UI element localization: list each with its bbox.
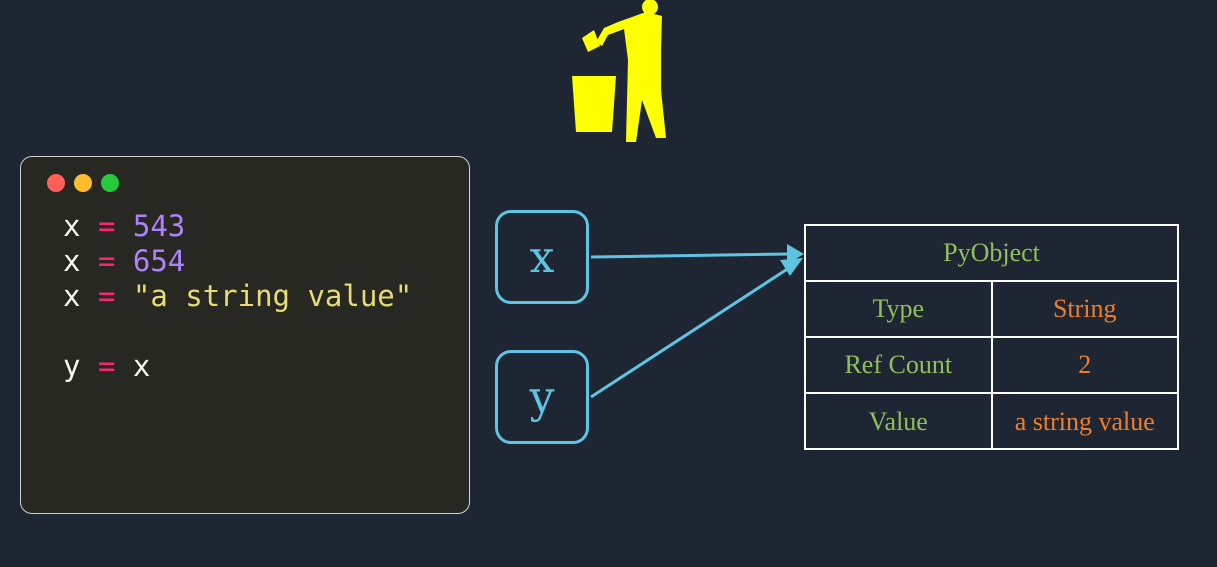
y-arrowhead <box>780 258 803 276</box>
code-var: x <box>63 279 81 313</box>
refcount-value: 2 <box>1078 350 1092 379</box>
code-operator: = <box>97 244 116 278</box>
pyobject-title: PyObject <box>943 238 1040 267</box>
type-label: Type <box>806 282 993 336</box>
code-number: 543 <box>132 209 186 243</box>
code-line: y = x <box>63 349 412 384</box>
code-string: "a string value" <box>132 279 413 313</box>
person-throwing-trash-icon <box>572 0 666 142</box>
code-operator: = <box>97 349 116 383</box>
pyobject-refcount-row: Ref Count 2 <box>806 338 1177 394</box>
code-operator: = <box>97 279 116 313</box>
code-var: x <box>63 244 81 278</box>
code-name: x <box>132 349 151 383</box>
pyobject-table: PyObject Type String Ref Count 2 Value a… <box>804 224 1179 450</box>
variable-x-label: x <box>529 231 555 283</box>
minimize-dot[interactable] <box>74 174 92 192</box>
maximize-dot[interactable] <box>101 174 119 192</box>
x-reference-arrow <box>590 252 791 259</box>
value-label: Value <box>806 394 993 450</box>
refcount-label: Ref Count <box>806 338 993 392</box>
code-line: x = 543 <box>63 209 412 244</box>
code-var: y <box>63 349 81 383</box>
code-line: x = "a string value" <box>63 279 412 314</box>
close-dot[interactable] <box>47 174 65 192</box>
code-block: x = 543 x = 654 x = "a string value" y =… <box>63 209 412 384</box>
pyobject-type-row: Type String <box>806 282 1177 338</box>
pyobject-header-row: PyObject <box>806 226 1177 282</box>
code-operator: = <box>97 209 116 243</box>
value-value: a string value <box>1014 407 1155 436</box>
type-value: String <box>1052 294 1117 323</box>
code-var: x <box>63 209 81 243</box>
code-editor-window: x = 543 x = 654 x = "a string value" y =… <box>20 156 470 514</box>
code-number: 654 <box>132 244 186 278</box>
x-arrowhead <box>787 244 804 264</box>
variable-y-label: y <box>529 371 555 423</box>
y-reference-arrow <box>590 264 793 399</box>
window-controls <box>47 174 119 192</box>
code-line: x = 654 <box>63 244 412 279</box>
variable-y-box: y <box>495 350 589 444</box>
variable-x-box: x <box>495 210 589 304</box>
pyobject-value-row: Value a string value <box>806 394 1177 450</box>
